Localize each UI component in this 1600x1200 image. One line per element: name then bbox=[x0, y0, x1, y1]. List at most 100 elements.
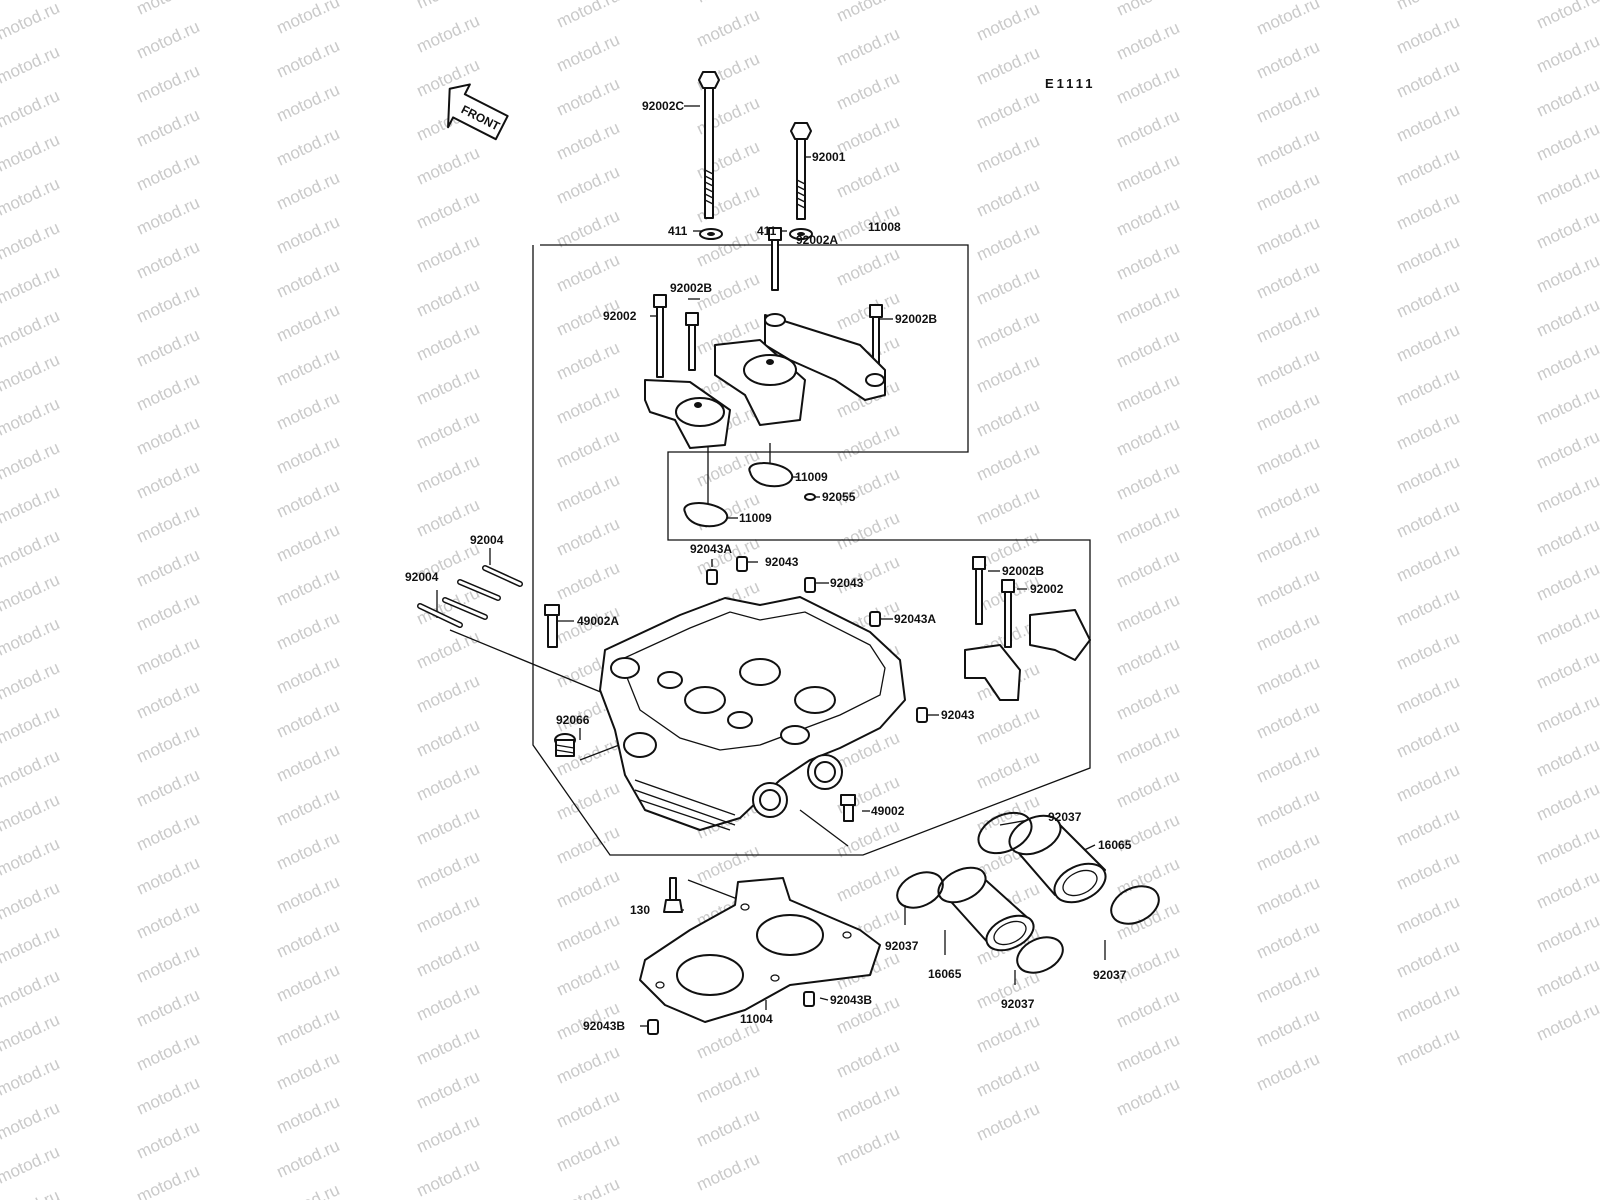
watermark-text: motod.ru bbox=[274, 36, 343, 82]
watermark-text: motod.ru bbox=[414, 759, 483, 805]
watermark-text: motod.ru bbox=[134, 281, 203, 327]
watermark-text: motod.ru bbox=[1254, 653, 1323, 699]
watermark-text: motod.ru bbox=[134, 369, 203, 415]
o-ring-92055 bbox=[804, 493, 816, 501]
watermark-text: motod.ru bbox=[974, 1099, 1043, 1145]
watermark-text: motod.ru bbox=[974, 483, 1043, 529]
assembly-outline bbox=[532, 244, 1091, 856]
watermark-text: motod.ru bbox=[974, 263, 1043, 309]
watermark-text: motod.ru bbox=[1394, 408, 1463, 454]
watermark-text: motod.ru bbox=[1254, 741, 1323, 787]
watermark-text: motod.ru bbox=[554, 910, 623, 956]
watermark-text: motod.ru bbox=[1114, 62, 1183, 108]
watermark-text: motod.ru bbox=[414, 979, 483, 1025]
watermark-text: motod.ru bbox=[1254, 301, 1323, 347]
watermark-text: motod.ru bbox=[1254, 785, 1323, 831]
watermark-text: motod.ru bbox=[554, 162, 623, 208]
watermark-text: motod.ru bbox=[1114, 634, 1183, 680]
part-label-92043: 92043 bbox=[941, 708, 975, 722]
watermark-text: motod.ru bbox=[554, 558, 623, 604]
watermark-text: motod.ru bbox=[1254, 565, 1323, 611]
watermark-text: motod.ru bbox=[1254, 257, 1323, 303]
watermark-text: motod.ru bbox=[1394, 0, 1463, 14]
watermark-text: motod.ru bbox=[1394, 364, 1463, 410]
watermark-text: motod.ru bbox=[0, 746, 62, 792]
part-label-92066: 92066 bbox=[556, 713, 590, 727]
watermark-text: motod.ru bbox=[1394, 584, 1463, 630]
watermark-text: motod.ru bbox=[1254, 345, 1323, 391]
bolt-130 bbox=[663, 877, 683, 913]
watermark-text: motod.ru bbox=[554, 1130, 623, 1176]
watermark-text: motod.ru bbox=[134, 0, 203, 19]
watermark-text: motod.ru bbox=[834, 420, 903, 466]
watermark-text: motod.ru bbox=[1394, 276, 1463, 322]
intake-holder-16065-left bbox=[937, 866, 1035, 952]
watermark-text: motod.ru bbox=[1254, 697, 1323, 743]
watermark-text: motod.ru bbox=[694, 5, 763, 51]
watermark-text: motod.ru bbox=[274, 1180, 343, 1200]
watermark-text: motod.ru bbox=[0, 1186, 62, 1200]
watermark-text: motod.ru bbox=[134, 809, 203, 855]
watermark-text: motod.ru bbox=[1394, 12, 1463, 58]
watermark-text: motod.ru bbox=[274, 1004, 343, 1050]
watermark-text: motod.ru bbox=[0, 526, 62, 572]
watermark-text: motod.ru bbox=[274, 960, 343, 1006]
watermark-text: motod.ru bbox=[414, 275, 483, 321]
part-label-92002a: 92002A bbox=[796, 233, 838, 247]
watermark-text: motod.ru bbox=[134, 17, 203, 63]
part-label-49002: 49002 bbox=[871, 804, 905, 818]
watermark-text: motod.ru bbox=[0, 42, 62, 88]
watermark-text: motod.ru bbox=[0, 570, 62, 616]
watermark-text: motod.ru bbox=[274, 80, 343, 126]
watermark-text: motod.ru bbox=[414, 935, 483, 981]
watermark-text: motod.ru bbox=[134, 677, 203, 723]
part-label-49002a: 49002A bbox=[577, 614, 619, 628]
watermark-text: motod.ru bbox=[0, 702, 62, 748]
diagram-code: E1111 bbox=[1045, 76, 1095, 91]
watermark-text: motod.ru bbox=[134, 193, 203, 239]
watermark-text: motod.ru bbox=[414, 847, 483, 893]
watermark-text: motod.ru bbox=[974, 351, 1043, 397]
watermark-text: motod.ru bbox=[1394, 144, 1463, 190]
watermark-text: motod.ru bbox=[694, 1149, 763, 1195]
watermark-text: motod.ru bbox=[554, 866, 623, 912]
watermark-text: motod.ru bbox=[1394, 980, 1463, 1026]
watermark-text: motod.ru bbox=[1534, 515, 1600, 561]
part-label-92002: 92002 bbox=[603, 309, 637, 323]
studs-92004 bbox=[417, 565, 523, 628]
watermark-text: motod.ru bbox=[1254, 0, 1323, 39]
watermark-text: motod.ru bbox=[1534, 163, 1600, 209]
watermark-text: motod.ru bbox=[974, 43, 1043, 89]
watermark-text: motod.ru bbox=[1534, 339, 1600, 385]
watermark-text: motod.ru bbox=[1114, 238, 1183, 284]
watermark-text: motod.ru bbox=[1254, 37, 1323, 83]
watermark-text: motod.ru bbox=[0, 218, 62, 264]
part-label-92037: 92037 bbox=[885, 939, 919, 953]
watermark-text: motod.ru bbox=[0, 482, 62, 528]
watermark-text: motod.ru bbox=[414, 11, 483, 57]
watermark-text: motod.ru bbox=[1534, 911, 1600, 957]
watermark-text: motod.ru bbox=[414, 407, 483, 453]
plug-49002 bbox=[840, 794, 856, 822]
watermark-text: motod.ru bbox=[1254, 917, 1323, 963]
watermark-text: motod.ru bbox=[274, 652, 343, 698]
watermark-text: motod.ru bbox=[1114, 1030, 1183, 1076]
watermark-text: motod.ru bbox=[1114, 326, 1183, 372]
watermark-text: motod.ru bbox=[414, 451, 483, 497]
watermark-text: motod.ru bbox=[694, 93, 763, 139]
watermark-text: motod.ru bbox=[554, 1174, 623, 1200]
watermark-text: motod.ru bbox=[554, 0, 623, 32]
watermark-text: motod.ru bbox=[974, 87, 1043, 133]
cam-holder-lower bbox=[964, 556, 1091, 701]
watermark-text: motod.ru bbox=[554, 74, 623, 120]
watermark-text: motod.ru bbox=[414, 231, 483, 277]
watermark-text: motod.ru bbox=[834, 68, 903, 114]
watermark-text: motod.ru bbox=[554, 778, 623, 824]
watermark-text: motod.ru bbox=[834, 508, 903, 554]
watermark-text: motod.ru bbox=[414, 1155, 483, 1200]
watermark-text: motod.ru bbox=[554, 1042, 623, 1088]
watermark-text: motod.ru bbox=[834, 1124, 903, 1170]
watermark-text: motod.ru bbox=[1114, 106, 1183, 152]
